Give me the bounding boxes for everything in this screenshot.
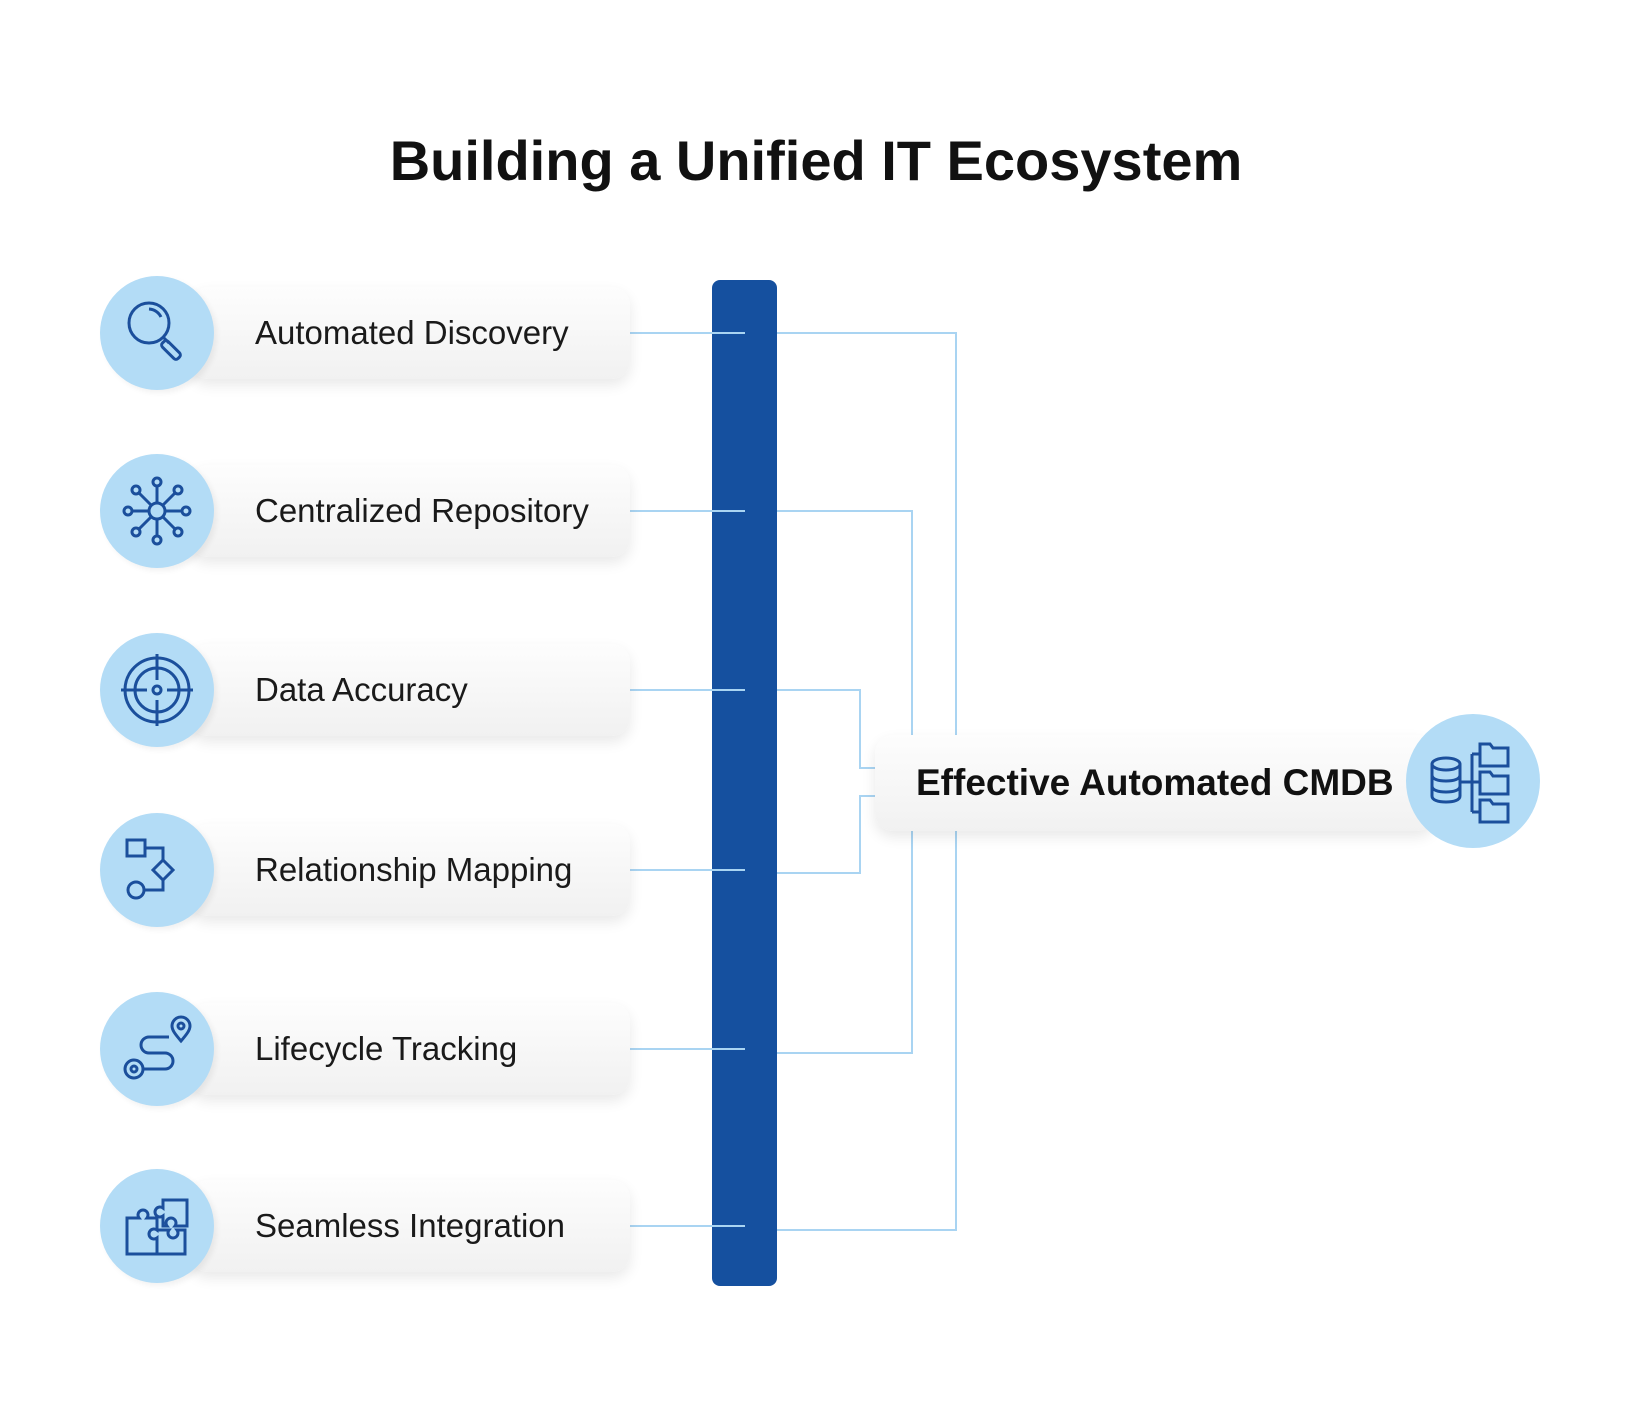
item-label: Centralized Repository (255, 492, 589, 529)
item-label: Seamless Integration (255, 1207, 566, 1244)
item-relationship-mapping: Relationship Mapping (190, 824, 630, 916)
item-label: Data Accuracy (255, 671, 468, 708)
result-label: Effective Automated CMDB (916, 762, 1394, 803)
puzzle-icon (100, 1169, 214, 1283)
diagram-title: Building a Unified IT Ecosystem (389, 129, 1243, 192)
item-lifecycle-tracking: Lifecycle Tracking (190, 1003, 630, 1095)
item-automated-discovery: Automated Discovery (190, 287, 630, 379)
item-centralized-repository: Centralized Repository (190, 465, 630, 557)
flow-mapping-icon (100, 813, 214, 927)
result-cmdb: Effective Automated CMDB (875, 735, 1435, 831)
item-label: Lifecycle Tracking (255, 1030, 518, 1067)
item-data-accuracy: Data Accuracy (190, 644, 630, 736)
magnifier-icon (100, 276, 214, 390)
target-icon (100, 633, 214, 747)
item-seamless-integration: Seamless Integration (190, 1180, 630, 1272)
network-hub-icon (100, 454, 214, 568)
item-label: Automated Discovery (255, 314, 569, 351)
database-folders-icon (1406, 714, 1540, 848)
central-bar (712, 280, 777, 1286)
route-tracking-icon (100, 992, 214, 1106)
item-label: Relationship Mapping (255, 851, 573, 888)
